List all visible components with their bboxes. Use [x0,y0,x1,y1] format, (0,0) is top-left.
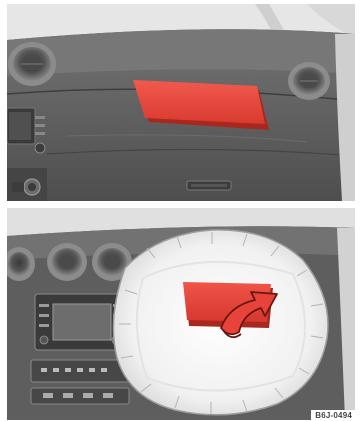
start-button-icon [24,179,40,195]
deployment-drawing [7,208,355,420]
glovebox-handle-icon [187,181,231,190]
dashboard-drawing [7,4,355,201]
air-vent-icon [47,243,87,281]
dashboard-airbag-location-illustration [7,4,355,201]
figure-reference-code: B6J-0494 [311,410,355,420]
airbag-deployment-illustration: B6J-0494 [7,208,355,420]
air-vent-icon [288,62,330,100]
air-vent-icon [8,42,56,86]
infotainment-display-icon [35,294,125,350]
climate-controls [31,360,129,404]
